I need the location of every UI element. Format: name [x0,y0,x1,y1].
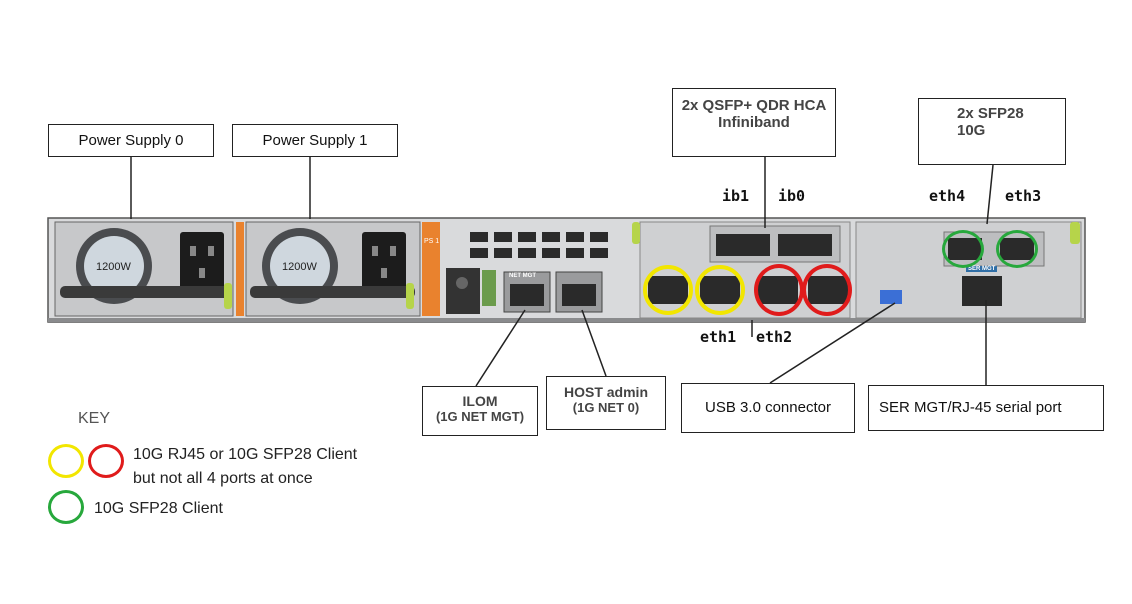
usb-text: USB 3.0 connector [705,399,831,416]
host-line2: (1G NET 0) [572,400,640,415]
power-supply-1-label: Power Supply 1 [232,124,398,157]
ps0-text: Power Supply 0 [78,132,184,149]
ib0-label: ib0 [778,187,806,205]
eth2-label: eth2 [756,328,793,346]
key-red-circle [88,444,124,478]
ilom-label: ILOM (1G NET MGT) [422,386,538,436]
sfp28-line2: 10G [957,122,986,139]
sfp28-label: 2x SFP28 10G [918,98,1066,165]
ilom-line2: (1G NET MGT) [435,409,525,424]
qsfp-line2: Infiniband [718,114,790,131]
net-mgt-port-label: NET MGT [509,273,536,279]
green-circle-eth3 [996,230,1038,268]
key-line2: but not all 4 ports at once [133,470,313,487]
ser-text: SER MGT/RJ-45 serial port [879,399,1062,416]
yellow-circle-eth1a [643,265,693,315]
key-green-circle [48,490,84,524]
sfp28-line1: 2x SFP28 [957,105,1024,122]
key-line3: 10G SFP28 Client [94,500,223,517]
key-line1: 10G RJ45 or 10G SFP28 Client [133,446,358,463]
ser-mgt-label: SER MGT/RJ-45 serial port [868,385,1104,431]
host-admin-label: HOST admin (1G NET 0) [546,376,666,430]
psu-rating-1: 1200W [282,261,317,273]
red-circle-eth2b [802,264,852,316]
ib1-label: ib1 [722,187,750,205]
eth1-label: eth1 [700,328,737,346]
red-circle-eth2a [754,264,804,316]
power-supply-0-label: Power Supply 0 [48,124,214,157]
host-line1: HOST admin [563,384,648,400]
eth4-label: eth4 [929,187,966,205]
key-yellow-circle [48,444,84,478]
qsfp-line1: 2x QSFP+ QDR HCA [681,97,827,114]
vent-grid [470,232,608,258]
power-supply-1 [245,221,421,317]
green-circle-eth4 [942,230,984,268]
psu-rating-0: 1200W [96,261,131,273]
key-title: KEY [78,410,111,427]
ser-mgt-port-label: SER MGT [966,266,998,272]
yellow-circle-eth1b [695,265,745,315]
ps1-text: Power Supply 1 [262,132,368,149]
ps-tag: PS 1 [424,238,440,245]
qsfp-hca-label: 2x QSFP+ QDR HCA Infiniband [672,88,836,157]
ilom-line1: ILOM [462,393,498,409]
usb-label: USB 3.0 connector [681,383,855,433]
eth3-label: eth3 [1005,187,1042,205]
power-supply-0 [54,221,234,317]
